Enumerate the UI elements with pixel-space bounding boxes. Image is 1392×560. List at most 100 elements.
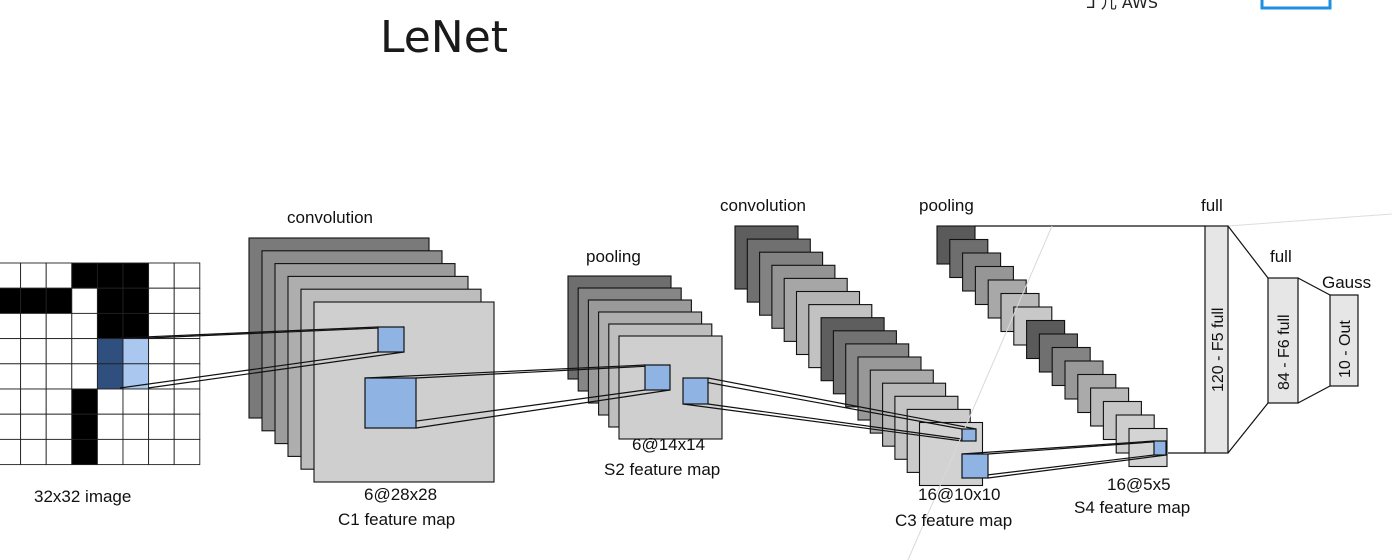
input-pixel-cell	[148, 312, 175, 340]
input-pixel-cell	[20, 338, 47, 365]
f6-op-label: full	[1270, 247, 1292, 266]
connector-line	[987, 440, 1167, 455]
input-pixel-cell	[148, 287, 175, 314]
input-pixel-cell	[96, 438, 124, 466]
c3-receptive-field	[961, 428, 977, 442]
connector-line	[961, 440, 1155, 455]
c3-pooling-window	[961, 453, 989, 479]
s2-feature-map-stack	[567, 275, 723, 440]
conv1-label: convolution	[287, 208, 373, 227]
input-pixel-cell	[20, 312, 47, 340]
input-pixel-cell	[45, 287, 73, 314]
connector-line	[707, 403, 977, 442]
input-pixel-cell	[20, 413, 47, 440]
input-pixel-cell	[122, 388, 150, 415]
c3-feature-map-stack	[734, 225, 984, 487]
background-guide-line	[907, 225, 1053, 560]
input-pixel-cell	[71, 262, 98, 289]
f5-layer-box	[1204, 225, 1229, 454]
input-pixel-cell	[0, 262, 22, 289]
pool2-label: pooling	[919, 196, 974, 215]
input-pixel-cell	[20, 438, 47, 466]
input-pixel-cell	[173, 388, 201, 415]
input-pixel-cell	[0, 413, 22, 440]
pool1-label: pooling	[586, 247, 641, 266]
f5-op-label: full	[1201, 196, 1223, 215]
c1-name-label: C1 feature map	[338, 510, 455, 529]
input-pixel-cell	[173, 287, 201, 314]
connection-lines	[119, 225, 1331, 479]
s2-pooled-cell	[644, 364, 671, 391]
input-pixel-cell	[122, 438, 150, 466]
input-pixel-cell	[96, 312, 124, 340]
s2-name-label: S2 feature map	[604, 460, 720, 479]
input-pixel-cell	[45, 413, 73, 440]
input-pixel-cell	[173, 438, 201, 466]
s4-feature-map-stack	[936, 225, 1168, 468]
connector-line	[1297, 277, 1331, 296]
input-pixel-cell	[148, 388, 175, 415]
input-pixel-cell	[0, 312, 22, 340]
input-pixel-cell	[45, 338, 73, 365]
input-pixel-cell	[0, 363, 22, 390]
input-pixel-cell	[96, 262, 124, 289]
input-pixel-cell	[148, 413, 175, 440]
input-pixel-cell	[122, 338, 150, 365]
input-pixel-cell	[173, 338, 201, 365]
output-layer-label: 10 - Out	[1337, 320, 1354, 378]
input-pixel-cell	[71, 438, 98, 466]
input-pixel-cell	[96, 363, 124, 390]
input-pixel-cell	[71, 287, 98, 314]
connector-line	[147, 326, 405, 339]
connector-line	[415, 364, 671, 379]
output-layer-box	[1329, 294, 1359, 387]
input-pixel-cell	[173, 312, 201, 340]
input-pixel-cell	[148, 438, 175, 466]
connector-line	[119, 326, 379, 339]
connector-line	[987, 454, 1167, 479]
input-pixel-cell	[148, 262, 175, 289]
brand-logo-icon	[1260, 0, 1332, 10]
input-pixel-cell	[0, 388, 22, 415]
input-pixel-cell	[96, 388, 124, 415]
input-pixel-cell	[71, 363, 98, 390]
connector-line	[682, 403, 963, 442]
input-pixel-cell	[96, 287, 124, 314]
input-pixel-cell	[45, 312, 73, 340]
s4-name-label: S4 feature map	[1074, 498, 1190, 517]
connector-line	[707, 377, 977, 430]
c1-size-label: 6@28x28	[364, 485, 437, 504]
background-guide-line	[1227, 213, 1392, 227]
input-pixel-cell	[122, 287, 150, 314]
connector-line	[682, 377, 963, 430]
input-pixel-cell	[0, 338, 22, 365]
input-pixel-cell	[45, 438, 73, 466]
input-pixel-cell	[45, 388, 73, 415]
connector-line	[1227, 402, 1269, 454]
c1-receptive-field	[377, 326, 405, 353]
s2-size-label: 6@14x14	[632, 435, 705, 454]
input-pixel-cell	[148, 338, 175, 365]
connector-line	[147, 351, 405, 389]
input-pixel-cell	[173, 262, 201, 289]
c3-name-label: C3 feature map	[895, 511, 1012, 530]
input-image-grid	[0, 262, 201, 466]
input-pixel-cell	[96, 413, 124, 440]
s4-pooled-cell	[1153, 440, 1167, 456]
connector-line	[961, 454, 1155, 479]
input-pixel-cell	[71, 413, 98, 440]
input-pixel-cell	[20, 262, 47, 289]
input-pixel-cell	[122, 262, 150, 289]
s2-conv-window	[682, 377, 709, 405]
input-pixel-cell	[173, 413, 201, 440]
connector-line	[1297, 385, 1331, 404]
input-pixel-cell	[122, 312, 150, 340]
page-title: LeNet	[380, 12, 508, 63]
input-pixel-cell	[96, 338, 124, 365]
input-pixel-cell	[0, 287, 22, 314]
connector-line	[364, 364, 646, 379]
input-pixel-cell	[71, 338, 98, 365]
input-pixel-cell	[122, 413, 150, 440]
f5-layer-label: 120 - F5 full	[1210, 308, 1227, 392]
